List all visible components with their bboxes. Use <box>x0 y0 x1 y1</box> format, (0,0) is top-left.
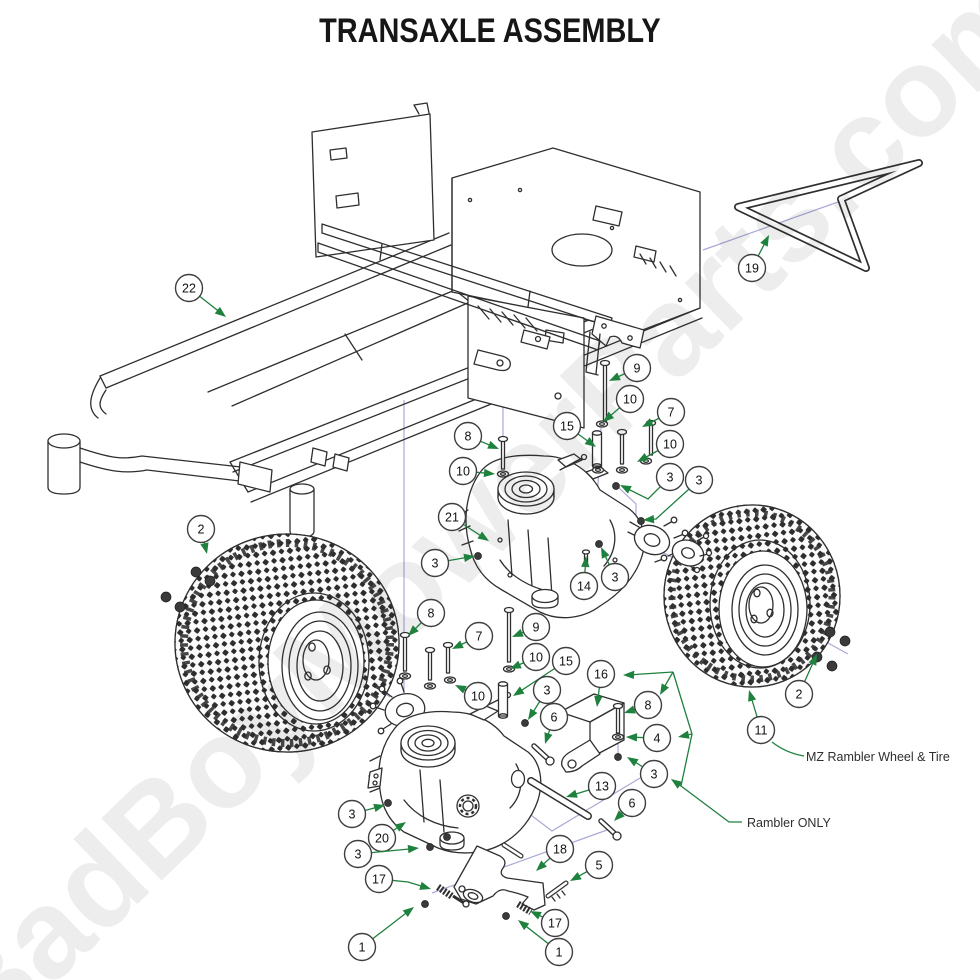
chassis-frame-art <box>47 102 703 538</box>
callout-10[interactable]: 10 <box>448 456 496 486</box>
svg-text:3: 3 <box>355 847 362 861</box>
callout-2[interactable]: 2 <box>784 654 818 709</box>
callout-3[interactable]: 3 <box>528 675 562 721</box>
svg-text:4: 4 <box>654 731 661 745</box>
svg-text:7: 7 <box>476 629 483 643</box>
page-title: TRANSAXLE ASSEMBLY <box>319 12 661 50</box>
svg-text:17: 17 <box>372 872 386 886</box>
svg-text:9: 9 <box>634 361 641 375</box>
callout-17[interactable]: 17 <box>364 864 432 894</box>
svg-text:19: 19 <box>745 261 759 275</box>
svg-text:6: 6 <box>551 710 558 724</box>
callout-8[interactable]: 8 <box>408 598 446 637</box>
svg-text:7: 7 <box>668 405 675 419</box>
callout-10[interactable]: 10 <box>510 642 551 672</box>
callout-15[interactable]: 15 <box>513 646 581 697</box>
rambler-only-brace <box>623 670 805 823</box>
callout-1[interactable]: 1 <box>347 907 415 962</box>
svg-text:3: 3 <box>696 473 703 487</box>
svg-text:2: 2 <box>198 522 205 536</box>
svg-text:10: 10 <box>456 464 470 478</box>
svg-text:22: 22 <box>182 281 196 295</box>
svg-text:21: 21 <box>445 510 459 524</box>
svg-text:13: 13 <box>595 779 609 793</box>
svg-text:15: 15 <box>560 419 574 433</box>
svg-text:16: 16 <box>594 667 608 681</box>
callout-8[interactable]: 8 <box>624 690 663 720</box>
svg-text:3: 3 <box>544 683 551 697</box>
svg-text:1: 1 <box>359 940 366 954</box>
callout-4[interactable]: 4 <box>626 723 672 753</box>
svg-text:10: 10 <box>623 392 637 406</box>
callout-3[interactable]: 3 <box>627 757 669 789</box>
idler-bracket-art <box>527 693 625 841</box>
callout-20[interactable]: 20 <box>367 822 407 853</box>
callout-3[interactable]: 3 <box>620 462 685 500</box>
mount-bracket-art <box>421 842 569 920</box>
callout-17[interactable]: 17 <box>530 908 570 938</box>
callout-22[interactable]: 22 <box>174 273 227 318</box>
callout-9[interactable]: 9 <box>609 353 652 383</box>
callout-16[interactable]: 16 <box>586 659 616 708</box>
callout-9[interactable]: 9 <box>512 612 551 642</box>
svg-text:1: 1 <box>556 945 563 959</box>
label-mz-rambler-wheel: MZ Rambler Wheel & Tire <box>806 750 950 764</box>
svg-text:5: 5 <box>596 858 603 872</box>
svg-text:8: 8 <box>465 429 472 443</box>
svg-text:11: 11 <box>755 723 768 737</box>
svg-text:3: 3 <box>349 807 356 821</box>
svg-text:3: 3 <box>432 556 439 570</box>
drive-belt-art <box>734 159 923 272</box>
svg-text:8: 8 <box>428 606 435 620</box>
callout-3[interactable]: 3 <box>600 547 630 592</box>
callout-3[interactable]: 3 <box>420 548 476 578</box>
svg-text:15: 15 <box>559 654 573 668</box>
lug-nuts-art <box>160 566 851 672</box>
callout-10[interactable]: 10 <box>455 681 493 711</box>
svg-text:9: 9 <box>533 620 540 634</box>
svg-text:8: 8 <box>645 698 652 712</box>
callout-7[interactable]: 7 <box>642 397 686 428</box>
svg-text:20: 20 <box>375 831 389 845</box>
callout-21[interactable]: 21 <box>437 502 490 542</box>
callout-3[interactable]: 3 <box>643 465 714 524</box>
callout-13[interactable]: 13 <box>566 771 617 801</box>
svg-text:3: 3 <box>667 470 674 484</box>
callout-10[interactable]: 10 <box>603 384 645 423</box>
callout-3[interactable]: 3 <box>337 799 386 829</box>
lower-transaxle-art <box>367 606 542 854</box>
svg-text:10: 10 <box>663 437 677 451</box>
callout-10[interactable]: 10 <box>637 429 685 463</box>
callout-8[interactable]: 8 <box>453 421 500 451</box>
callout-6[interactable]: 6 <box>614 788 647 822</box>
left-wheel-art <box>174 533 400 753</box>
svg-text:10: 10 <box>529 650 543 664</box>
svg-text:17: 17 <box>548 916 562 930</box>
callout-3[interactable]: 3 <box>343 839 420 869</box>
callout-11[interactable]: 11 <box>746 690 776 745</box>
callout-2[interactable]: 2 <box>186 514 216 555</box>
svg-text:2: 2 <box>796 687 803 701</box>
svg-text:10: 10 <box>471 689 485 703</box>
callout-18[interactable]: 18 <box>536 834 575 872</box>
callout-5[interactable]: 5 <box>570 850 614 882</box>
svg-text:6: 6 <box>629 796 636 810</box>
callout-6[interactable]: 6 <box>539 702 569 745</box>
label-rambler-only: Rambler ONLY <box>747 816 831 830</box>
callout-15[interactable]: 15 <box>552 411 597 448</box>
callout-14[interactable]: 14 <box>569 556 599 601</box>
svg-text:18: 18 <box>553 842 567 856</box>
callout-1[interactable]: 1 <box>518 920 574 967</box>
callout-7[interactable]: 7 <box>452 621 494 651</box>
svg-text:3: 3 <box>612 570 619 584</box>
svg-text:3: 3 <box>651 767 658 781</box>
svg-text:14: 14 <box>577 579 591 593</box>
callout-19[interactable]: 19 <box>737 235 770 283</box>
